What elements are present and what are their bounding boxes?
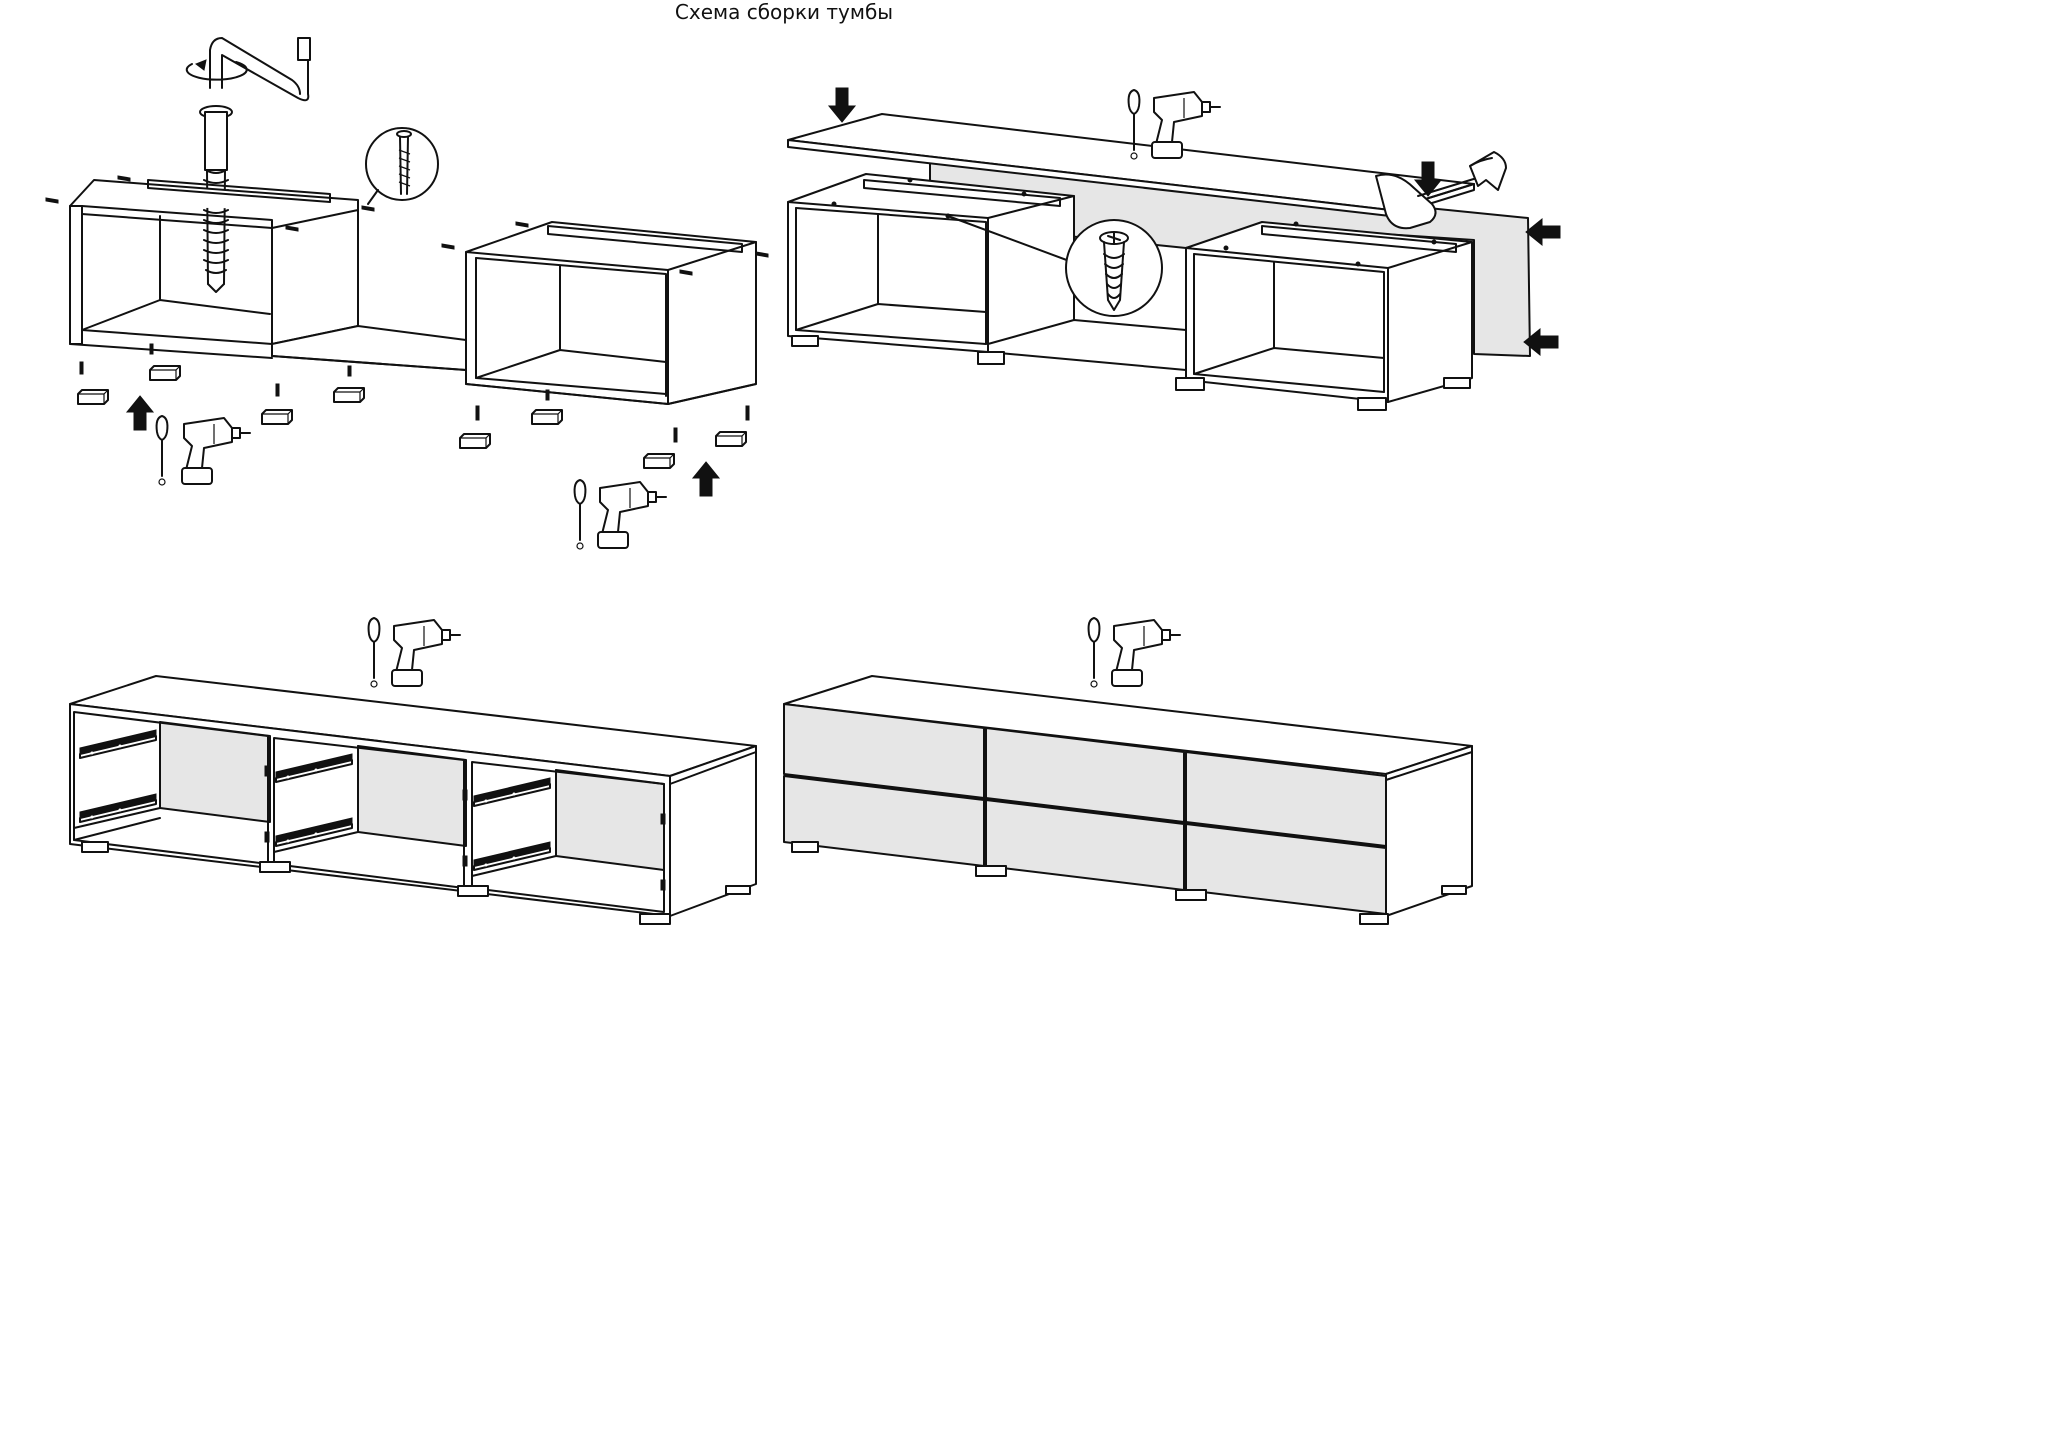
screwdriver-icon bbox=[367, 617, 381, 688]
tools-group bbox=[573, 479, 667, 550]
hex-key-icon bbox=[185, 37, 311, 102]
step4-illustration bbox=[783, 617, 1473, 925]
step3-illustration bbox=[69, 617, 757, 925]
drill-icon bbox=[597, 481, 667, 549]
drill-icon bbox=[1151, 91, 1221, 159]
drill-icon bbox=[1111, 619, 1181, 687]
step1-illustration bbox=[45, 37, 769, 550]
drill-icon bbox=[181, 417, 251, 485]
tools-group bbox=[367, 617, 461, 688]
feet bbox=[791, 841, 1467, 925]
screwdriver-icon bbox=[573, 479, 587, 550]
cabinet-left bbox=[69, 179, 359, 359]
screw-detail-callout bbox=[947, 215, 1163, 317]
left-arrow-icon bbox=[1525, 218, 1561, 246]
screw-detail-callout bbox=[365, 127, 439, 205]
screw-holes bbox=[831, 177, 1437, 267]
cabinet-right bbox=[1185, 221, 1473, 403]
dowels bbox=[45, 175, 769, 443]
up-arrow-icon bbox=[126, 395, 154, 431]
page-title: Схема сборки тумбы bbox=[674, 0, 894, 24]
down-arrow-icon bbox=[828, 87, 856, 123]
tools-group bbox=[1087, 617, 1181, 688]
drawer-fronts bbox=[783, 703, 1387, 915]
feet bbox=[81, 841, 751, 925]
up-arrow-icon bbox=[692, 461, 720, 497]
cabinet-right bbox=[465, 221, 757, 405]
drawer-runners bbox=[79, 729, 666, 891]
cabinet-assembled bbox=[69, 675, 757, 917]
cabinet-finished bbox=[783, 675, 1473, 917]
step2-illustration bbox=[787, 87, 1561, 411]
cabinet-left bbox=[787, 173, 1075, 353]
tools-group bbox=[155, 415, 251, 486]
drill-icon bbox=[391, 619, 461, 687]
assembly-diagram bbox=[45, 37, 1561, 925]
screwdriver-icon bbox=[155, 415, 169, 486]
feet bbox=[791, 335, 1471, 411]
cabinet-bottom-board bbox=[271, 325, 467, 371]
hammer-icon bbox=[1375, 151, 1507, 230]
screwdriver-icon bbox=[1087, 617, 1101, 688]
